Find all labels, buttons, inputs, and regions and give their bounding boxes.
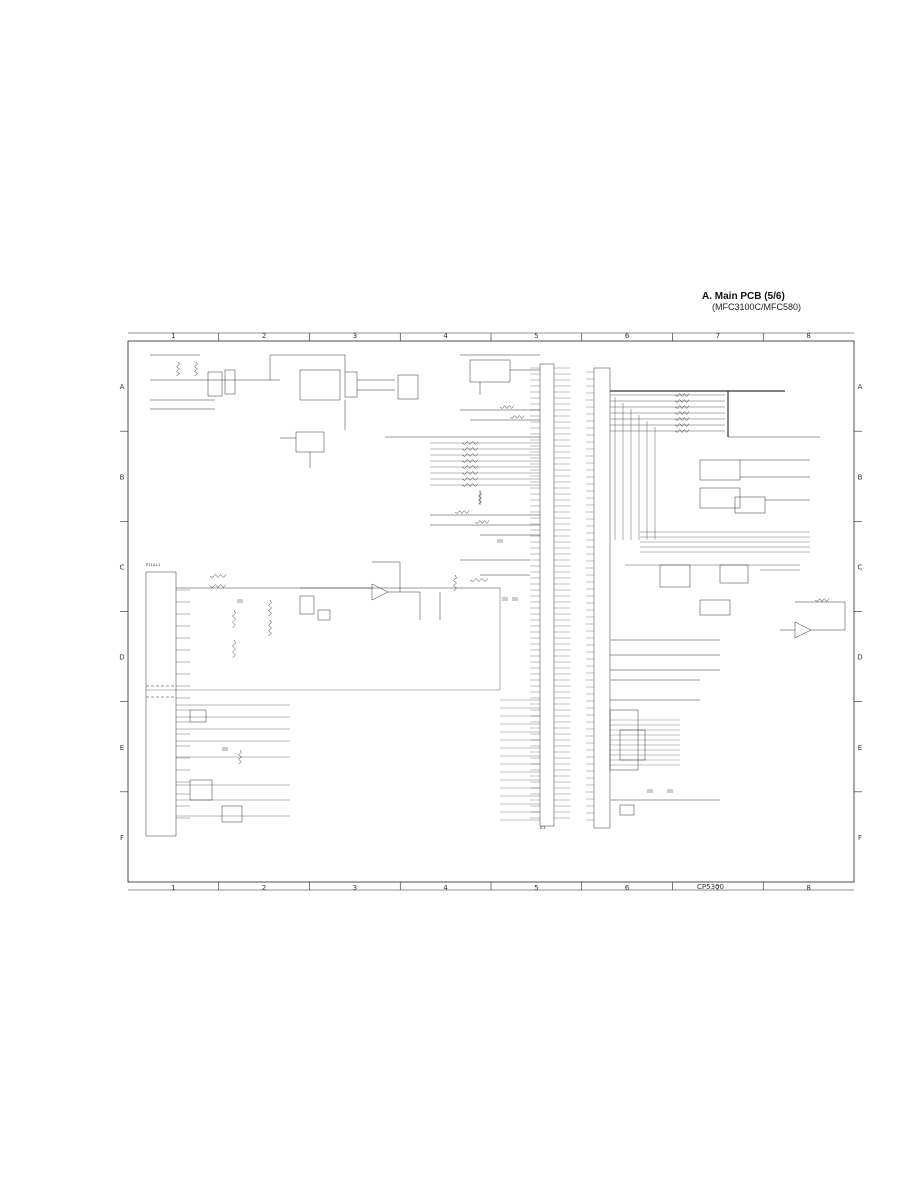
column-label-bottom: 5 — [534, 884, 538, 892]
resistor — [674, 393, 690, 397]
component-box — [299, 369, 341, 401]
resistor — [814, 598, 830, 602]
column-label-top: 5 — [534, 332, 538, 340]
component-box — [593, 367, 611, 829]
resistor — [461, 453, 479, 457]
resistor — [461, 477, 479, 481]
resistor — [478, 491, 482, 505]
resistor — [268, 599, 272, 617]
resistor — [454, 510, 470, 514]
resistor — [509, 415, 525, 419]
component-box — [189, 709, 207, 723]
column-label-top: 8 — [806, 332, 810, 340]
row-label-right: F — [858, 834, 862, 842]
row-label-left: B — [120, 473, 125, 481]
resistor — [674, 399, 690, 403]
resistor — [176, 361, 180, 377]
component-box — [699, 599, 731, 616]
resistor — [209, 584, 227, 588]
resistor — [453, 574, 457, 592]
row-label-left: C — [120, 563, 125, 571]
column-label-bottom: 3 — [353, 884, 357, 892]
resistor — [674, 417, 690, 421]
resistor — [461, 465, 479, 469]
component-box — [619, 804, 635, 816]
column-label-bottom: 7 — [716, 884, 720, 892]
row-label-right: C — [858, 563, 863, 571]
component-box — [224, 369, 236, 395]
component-box — [619, 729, 646, 761]
resistor — [461, 459, 479, 463]
drawing-frame — [127, 340, 855, 883]
component-box — [221, 805, 243, 823]
wiring — [146, 354, 846, 821]
component-box — [317, 609, 331, 621]
column-label-top: 3 — [353, 332, 357, 340]
row-label-right: E — [858, 744, 862, 752]
component-box — [397, 374, 419, 400]
component-box — [609, 709, 639, 771]
row-label-right: A — [858, 383, 863, 391]
component-box — [189, 779, 213, 801]
resistor — [209, 574, 227, 578]
row-label-left: E — [120, 744, 124, 752]
op-amp — [794, 621, 812, 639]
column-label-bottom: 8 — [806, 884, 810, 892]
row-label-left: F — [120, 834, 124, 842]
resistor — [232, 639, 236, 659]
row-label-left: D — [119, 654, 124, 662]
component-box — [699, 487, 741, 509]
resistor — [674, 423, 690, 427]
footer-code: CP5300 — [697, 883, 724, 891]
component-box — [719, 564, 749, 584]
component-box — [469, 359, 511, 383]
resistor — [232, 609, 236, 629]
row-label-left: A — [120, 383, 125, 391]
column-label-bottom: 4 — [443, 884, 448, 892]
component-box — [344, 371, 358, 398]
column-label-top: 6 — [625, 332, 630, 340]
ic-name: IC1 — [540, 826, 546, 830]
row-label-right: B — [858, 473, 863, 481]
op-amp — [371, 583, 389, 601]
resistor — [268, 619, 272, 637]
column-label-bottom: 1 — [171, 884, 175, 892]
column-label-bottom: 2 — [262, 884, 266, 892]
page-subtitle: (MFC3100C/MFC580) — [712, 302, 802, 312]
component-box — [539, 363, 555, 827]
resistor — [474, 520, 490, 524]
resistor — [461, 441, 479, 445]
grid-ticks — [120, 332, 862, 891]
resistor — [461, 447, 479, 451]
component-box — [295, 431, 325, 453]
component-box — [734, 496, 766, 514]
resistor — [499, 405, 515, 409]
column-label-top: 7 — [716, 332, 720, 340]
connector-name: P11/LL1 — [146, 563, 160, 567]
resistor — [194, 361, 198, 377]
resistor — [238, 749, 242, 765]
component-box — [207, 371, 223, 397]
resistor — [674, 429, 690, 433]
column-label-top: 1 — [171, 332, 175, 340]
column-label-top: 4 — [443, 332, 448, 340]
resistor — [674, 411, 690, 415]
component-box — [145, 571, 177, 837]
resistor — [461, 471, 479, 475]
column-label-bottom: 6 — [625, 884, 630, 892]
component-box — [659, 564, 691, 588]
resistor — [461, 483, 479, 487]
resistor — [469, 578, 489, 582]
column-label-top: 2 — [262, 332, 266, 340]
components — [145, 359, 830, 837]
component-box — [699, 459, 741, 481]
page-title: A. Main PCB (5/6) — [702, 291, 785, 302]
component-box — [299, 595, 315, 615]
row-label-right: D — [857, 654, 862, 662]
resistor — [674, 405, 690, 409]
